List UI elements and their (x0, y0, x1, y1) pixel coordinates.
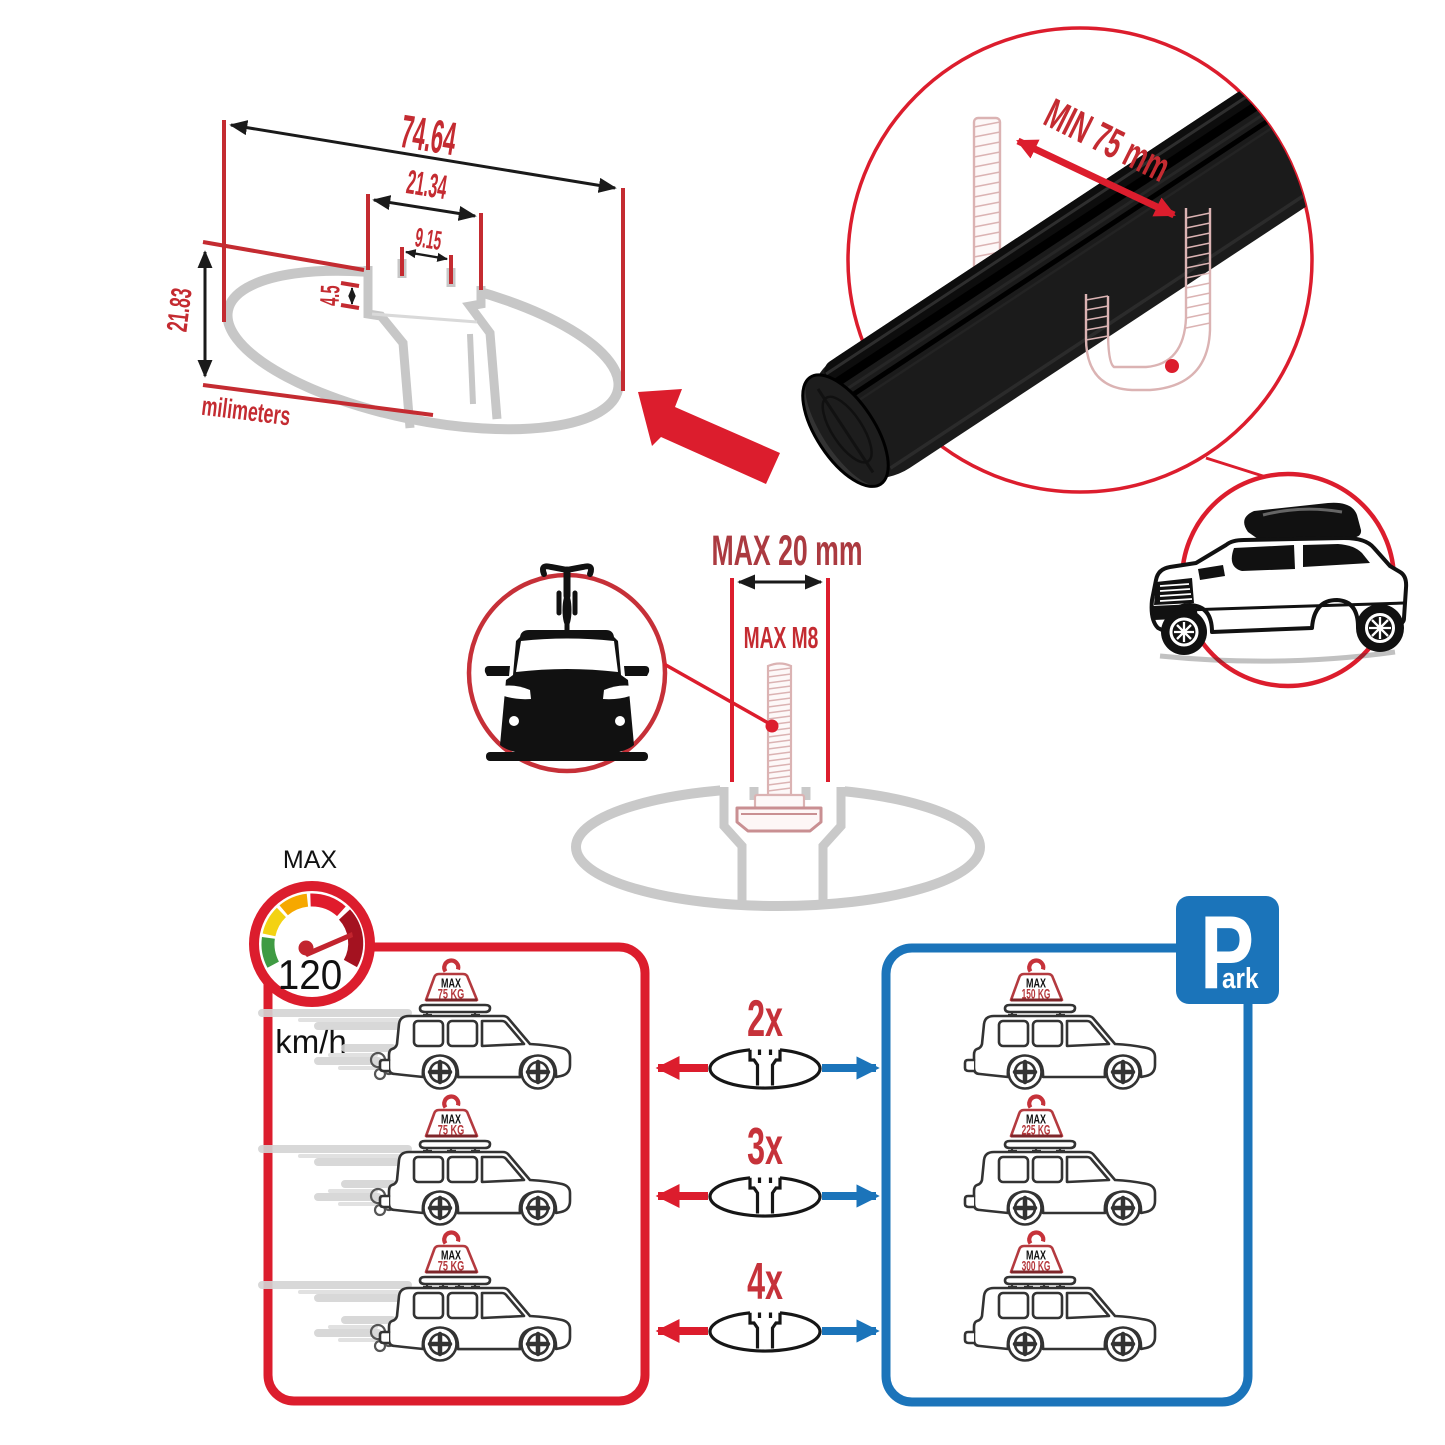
svg-text:4x: 4x (747, 1253, 783, 1311)
svg-text:300 KG: 300 KG (1022, 1260, 1051, 1274)
svg-text:75 KG: 75 KG (438, 1260, 465, 1274)
svg-text:74.64: 74.64 (397, 105, 460, 166)
svg-text:225 KG: 225 KG (1022, 1124, 1051, 1138)
svg-text:75 KG: 75 KG (438, 1124, 465, 1138)
svg-text:150 KG: 150 KG (1022, 988, 1051, 1002)
svg-text:MAX: MAX (283, 846, 338, 874)
svg-text:3x: 3x (747, 1118, 783, 1176)
svg-text:21.34: 21.34 (404, 163, 450, 207)
svg-text:P: P (1200, 894, 1254, 1010)
svg-text:75 KG: 75 KG (438, 988, 465, 1002)
svg-text:21.83: 21.83 (161, 286, 199, 333)
svg-text:MAX 20 mm: MAX 20 mm (711, 527, 862, 575)
svg-text:MAX M8: MAX M8 (744, 622, 819, 656)
svg-text:MAX: MAX (441, 977, 462, 991)
svg-text:9.15: 9.15 (413, 222, 444, 256)
svg-text:ark: ark (1222, 962, 1259, 994)
svg-text:2x: 2x (747, 990, 783, 1048)
svg-text:4.5: 4.5 (314, 284, 346, 306)
svg-text:MAX: MAX (1026, 1249, 1047, 1263)
svg-text:MAX: MAX (1026, 977, 1047, 991)
svg-text:MAX: MAX (441, 1113, 462, 1127)
svg-text:MAX: MAX (441, 1249, 462, 1263)
svg-text:120: 120 (278, 950, 342, 998)
svg-text:MAX: MAX (1026, 1113, 1047, 1127)
